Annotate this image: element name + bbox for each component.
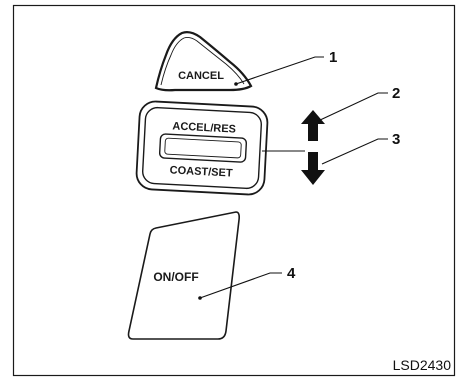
arrow-down-icon [301,152,325,185]
callout-4: 4 [287,265,296,282]
on-off-button: ON/OFF [127,211,240,340]
leader-lines [199,56,388,299]
accel-coast-switch: ACCEL/RES COAST/SET [135,100,269,196]
cancel-label: CANCEL [178,70,224,82]
on-off-label: ON/OFF [153,270,198,284]
coast-set-label: COAST/SET [169,164,233,179]
callout-2: 2 [392,85,400,102]
arrow-up-icon [301,110,325,141]
cancel-button: CANCEL [154,31,253,92]
callout-1: 1 [329,49,337,66]
callout-3: 3 [392,131,400,148]
accel-res-label: ACCEL/RES [172,120,236,135]
figure-code: LSD2430 [393,357,452,373]
